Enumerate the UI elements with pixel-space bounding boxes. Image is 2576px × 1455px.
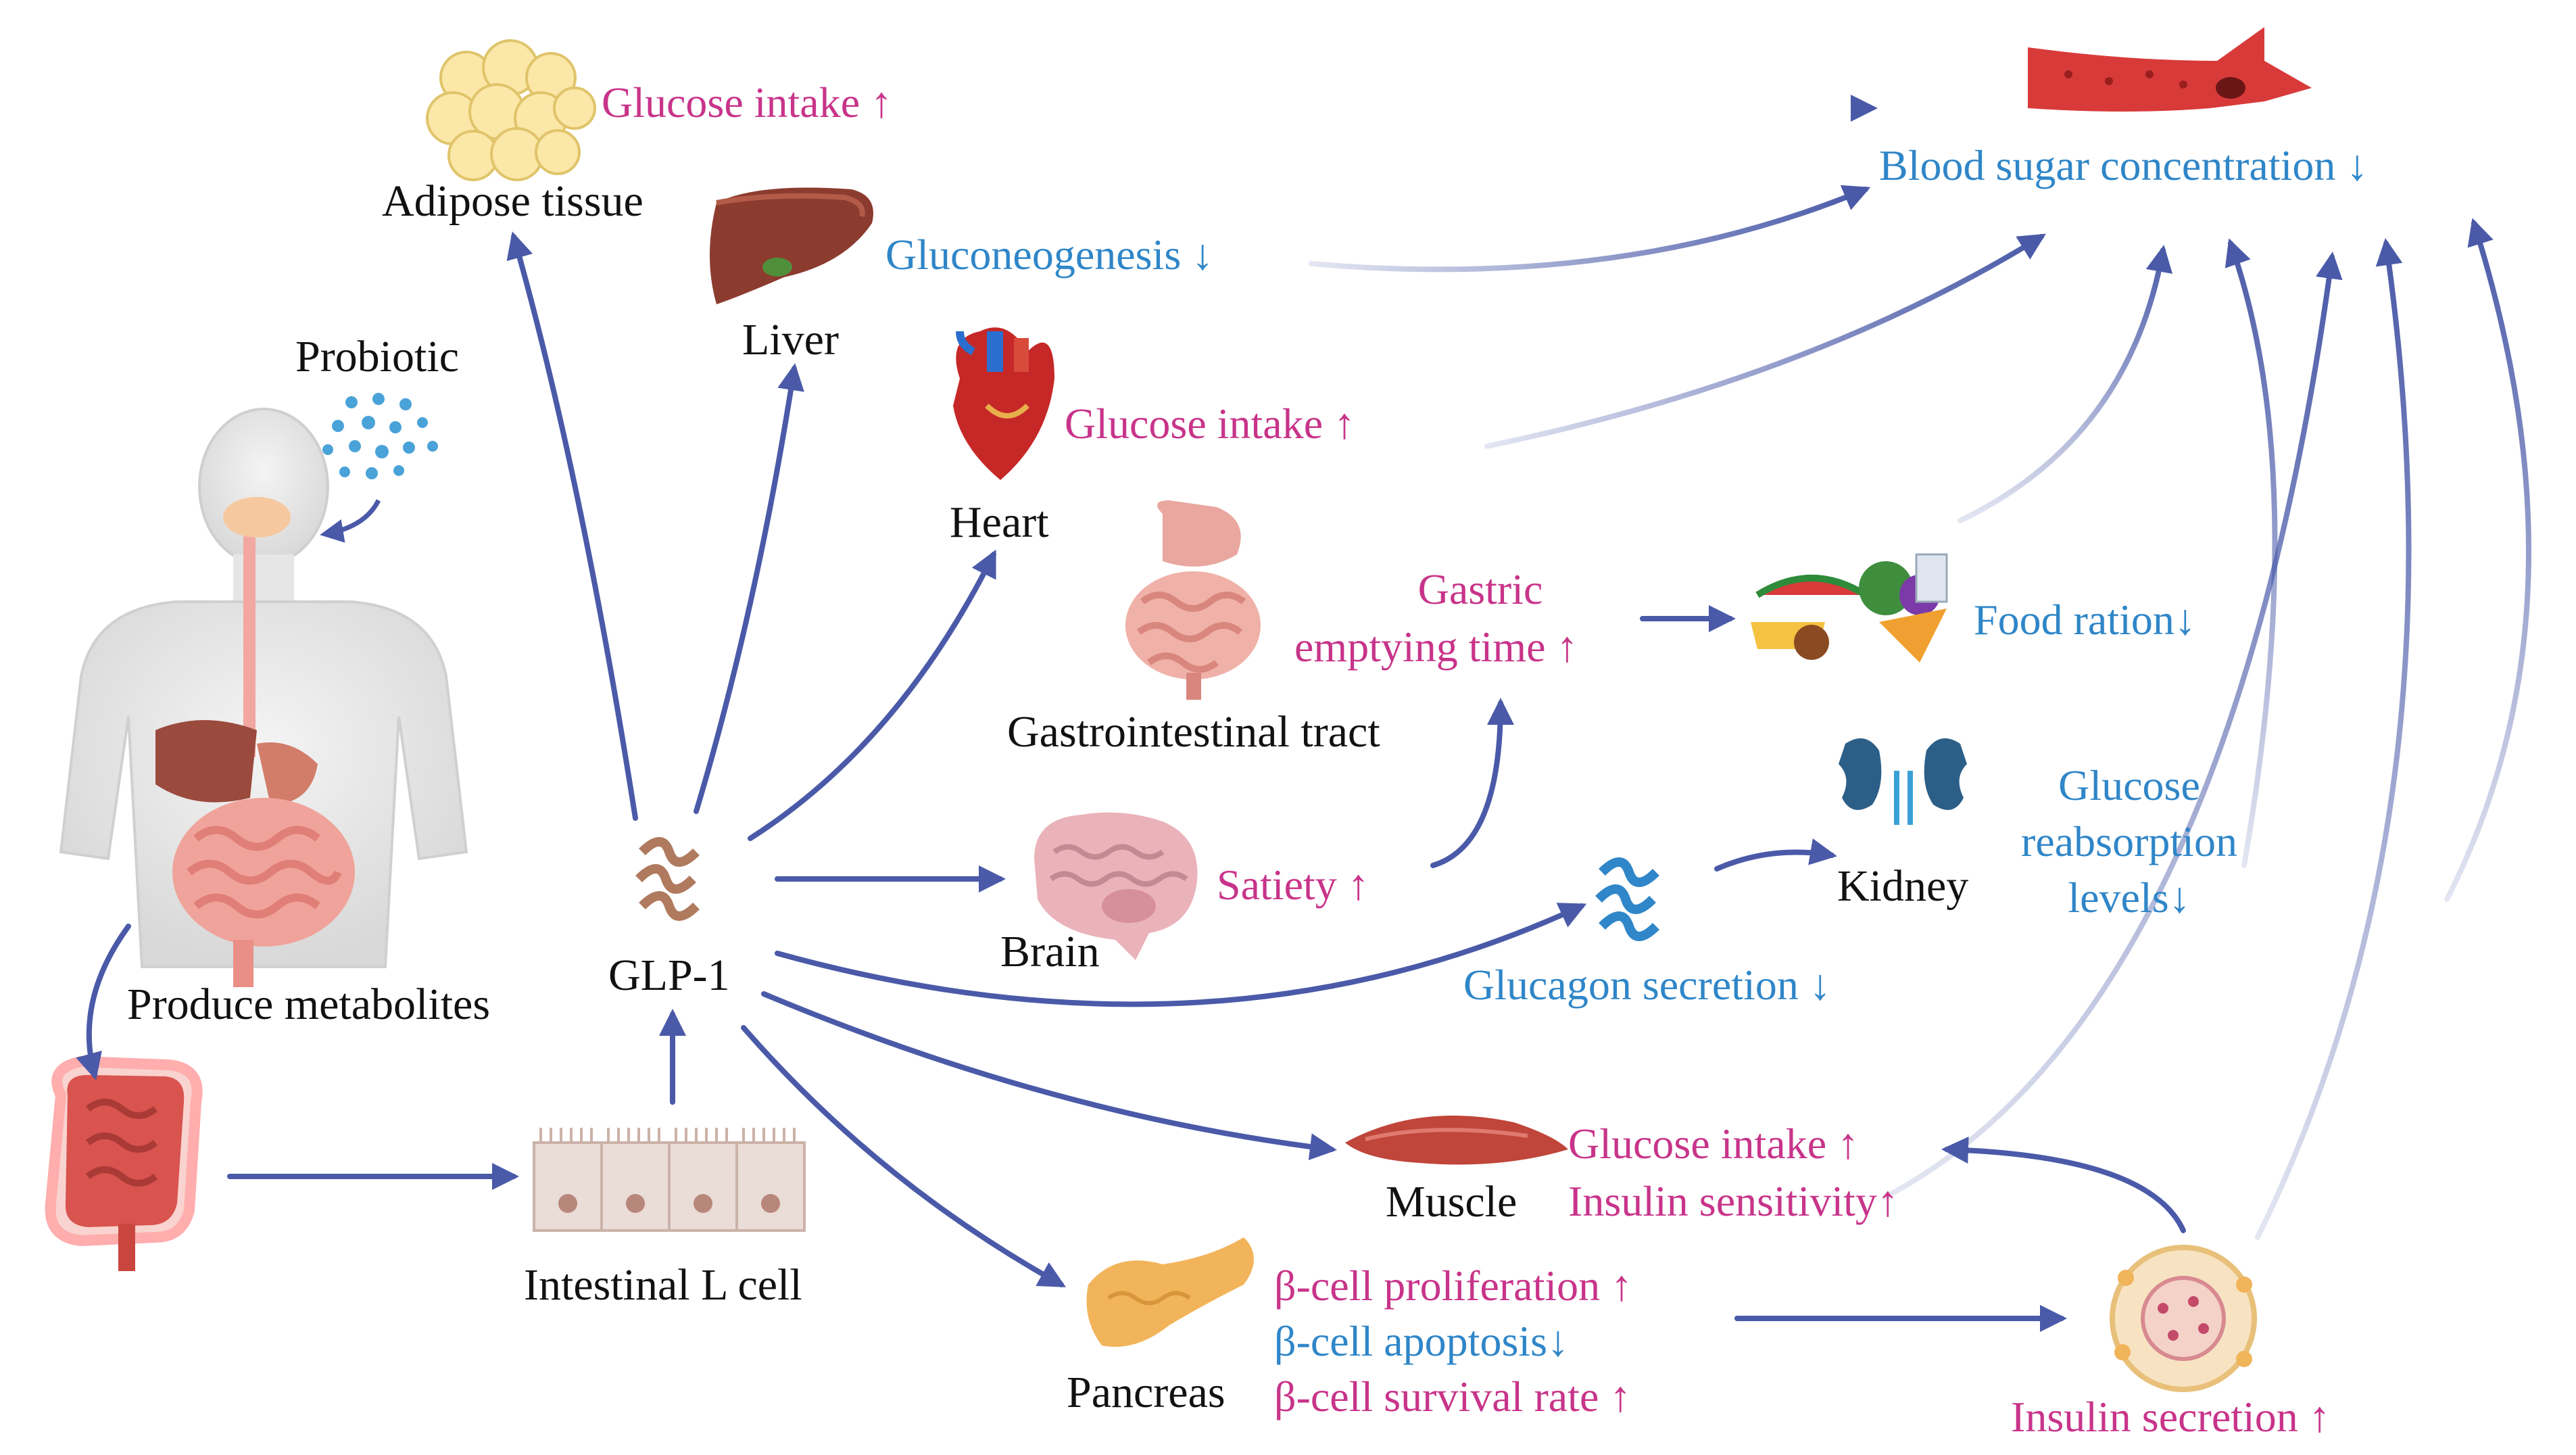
intestinal-l-cell-label: Intestinal L cell: [524, 1260, 802, 1310]
insulin-sensitivity-label: Insulin sensitivity↑: [1568, 1177, 1899, 1225]
gastrointestinal-tract-label: Gastrointestinal tract: [1007, 707, 1380, 757]
gastric-emptying-line2: emptying time ↑: [1294, 623, 1578, 671]
brain-icon: [1034, 812, 1198, 960]
pancreatic-islet-icon: [2110, 1245, 2257, 1392]
kidney-label: Kidney: [1837, 861, 1969, 911]
muscle-label: Muscle: [1386, 1177, 1517, 1226]
liver-icon: [710, 187, 873, 304]
adipose-glucose-intake-label: Glucose intake ↑: [602, 78, 893, 126]
fat-cells-icon: [426, 39, 596, 181]
arrows: [76, 231, 2186, 1332]
muscle-glucose-intake-label: Glucose intake ↑: [1568, 1120, 1860, 1168]
probiotic-dots-icon: [322, 393, 438, 479]
blood-vessel-icon: [2028, 27, 2312, 112]
kidney-icon: [1839, 738, 1967, 825]
insulin-secretion-label: Insulin secretion ↑: [2011, 1393, 2331, 1441]
beta-cell-proliferation-label: β-cell proliferation ↑: [1274, 1262, 1633, 1310]
arrows-to-blood-sugar: [1018, 95, 2531, 1240]
adipose-tissue-label: Adipose tissue: [382, 176, 643, 226]
peptide-coil-icon: [635, 837, 700, 921]
glucagon-secretion-label: Glucagon secretion ↓: [1463, 961, 1831, 1009]
epithelial-cells-icon: [533, 1128, 806, 1232]
colon-icon: [45, 1055, 203, 1271]
muscle-icon: [1345, 1116, 1568, 1165]
beta-cell-survival-label: β-cell survival rate ↑: [1274, 1373, 1632, 1421]
heart-icon: [953, 327, 1054, 480]
peptide-coil-icon: [1595, 857, 1659, 941]
heart-label: Heart: [950, 498, 1049, 547]
beta-cell-apoptosis-label: β-cell apoptosis↓: [1274, 1317, 1570, 1365]
gluconeogenesis-label: Gluconeogenesis ↓: [885, 231, 1214, 279]
satiety-label: Satiety ↑: [1217, 861, 1369, 909]
stomach-intestine-icon: [1125, 500, 1261, 700]
food-icon: [1751, 553, 1948, 663]
heart-glucose-intake-label: Glucose intake ↑: [1065, 400, 1356, 448]
glucose-reabsorption-line2: reabsorption: [2021, 817, 2237, 865]
pancreas-label: Pancreas: [1067, 1368, 1225, 1417]
pancreas-icon: [1086, 1237, 1254, 1347]
liver-label: Liver: [742, 315, 839, 364]
glucose-reabsorption-line3: levels↓: [2068, 874, 2191, 922]
blood-sugar-concentration-label: Blood sugar concentration ↓: [1879, 141, 2368, 189]
glp1-label: GLP-1: [608, 951, 730, 1000]
glucose-reabsorption-line1: Glucose: [2058, 761, 2200, 809]
food-ration-label: Food ration↓: [1974, 596, 2196, 644]
probiotic-label: Probiotic: [295, 332, 459, 381]
human-body-icon: [59, 408, 468, 987]
gastric-emptying-line1: Gastric: [1417, 565, 1543, 613]
produce-metabolites-label: Produce metabolites: [127, 980, 491, 1029]
brain-label: Brain: [1000, 927, 1100, 976]
